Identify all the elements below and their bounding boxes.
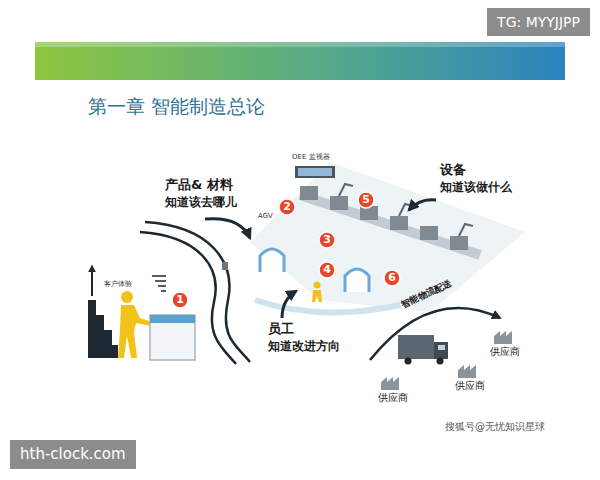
callout-text: 知道该做什么 — [440, 181, 512, 195]
truck — [398, 335, 448, 365]
staircase — [88, 300, 118, 358]
worker-figure — [312, 282, 322, 303]
callout-text: 知道改进方向 — [268, 340, 340, 354]
supplier-label: 供应商 — [378, 392, 408, 404]
supplier-factory-icon — [381, 377, 399, 390]
callout-text: 知道该去哪儿 — [165, 196, 237, 210]
watermark-text: TG: MYYJJPP — [497, 14, 580, 30]
scale-arrow — [91, 266, 93, 296]
factory-floor — [250, 162, 525, 312]
kiosk — [150, 315, 195, 360]
chapter-title: 第一章 智能制造总论 — [88, 96, 265, 118]
callout-digit: 1 — [176, 294, 184, 307]
watermark-text: hth-clock.com — [20, 446, 126, 463]
callout-number: 2 — [278, 198, 296, 216]
callout-digit: 6 — [388, 272, 396, 285]
pointer-arrow — [409, 200, 436, 210]
oee-monitor — [295, 166, 335, 178]
machines — [300, 186, 468, 250]
callout-digit: 4 — [323, 264, 331, 277]
conveyor — [300, 195, 480, 255]
callout-number: 6 — [383, 269, 401, 287]
part-label: 客户体验 — [104, 280, 132, 288]
flow-road — [140, 232, 236, 364]
watermark-text: 搜狐号@无忧知识星球 — [445, 421, 545, 433]
kiosk-screen — [150, 315, 195, 323]
callout-heading: 设备 — [440, 163, 466, 178]
scale-ticks — [152, 276, 166, 291]
flow-road — [145, 222, 250, 362]
supplier-factory-icon — [458, 365, 476, 378]
callout-digit: 5 — [362, 194, 370, 207]
callout-heading: 员工 — [268, 322, 294, 337]
header-bar-shine — [35, 42, 565, 47]
watermark-box: TG: MYYJJPP — [487, 8, 590, 36]
callout-number: 3 — [318, 231, 336, 249]
callout-number: 1 — [171, 291, 189, 309]
supplier-factory-icon — [494, 331, 512, 344]
part-label: AGV — [258, 212, 273, 220]
callout-heading: 产品& 材料 — [165, 178, 233, 193]
doorway — [345, 269, 369, 292]
logistics-loop — [370, 308, 500, 360]
callout-digit: 3 — [323, 234, 331, 247]
supplier-label: 供应商 — [490, 346, 520, 358]
doorway — [260, 249, 284, 272]
header-bar — [35, 42, 565, 80]
callout-digit: 2 — [283, 201, 291, 214]
callout-number: 4 — [318, 261, 336, 279]
callout-number: 5 — [357, 191, 375, 209]
supplier-label: 供应商 — [455, 380, 485, 392]
customer-figure — [118, 291, 152, 358]
pointer-arrow — [282, 291, 296, 318]
oee-screen — [298, 168, 332, 176]
pointer-arrow — [205, 219, 250, 238]
watermark-box: hth-clock.com — [10, 440, 136, 469]
part-label: OEE 监视器 — [292, 153, 330, 161]
floor-band — [255, 300, 400, 312]
agv-cart — [222, 262, 228, 270]
